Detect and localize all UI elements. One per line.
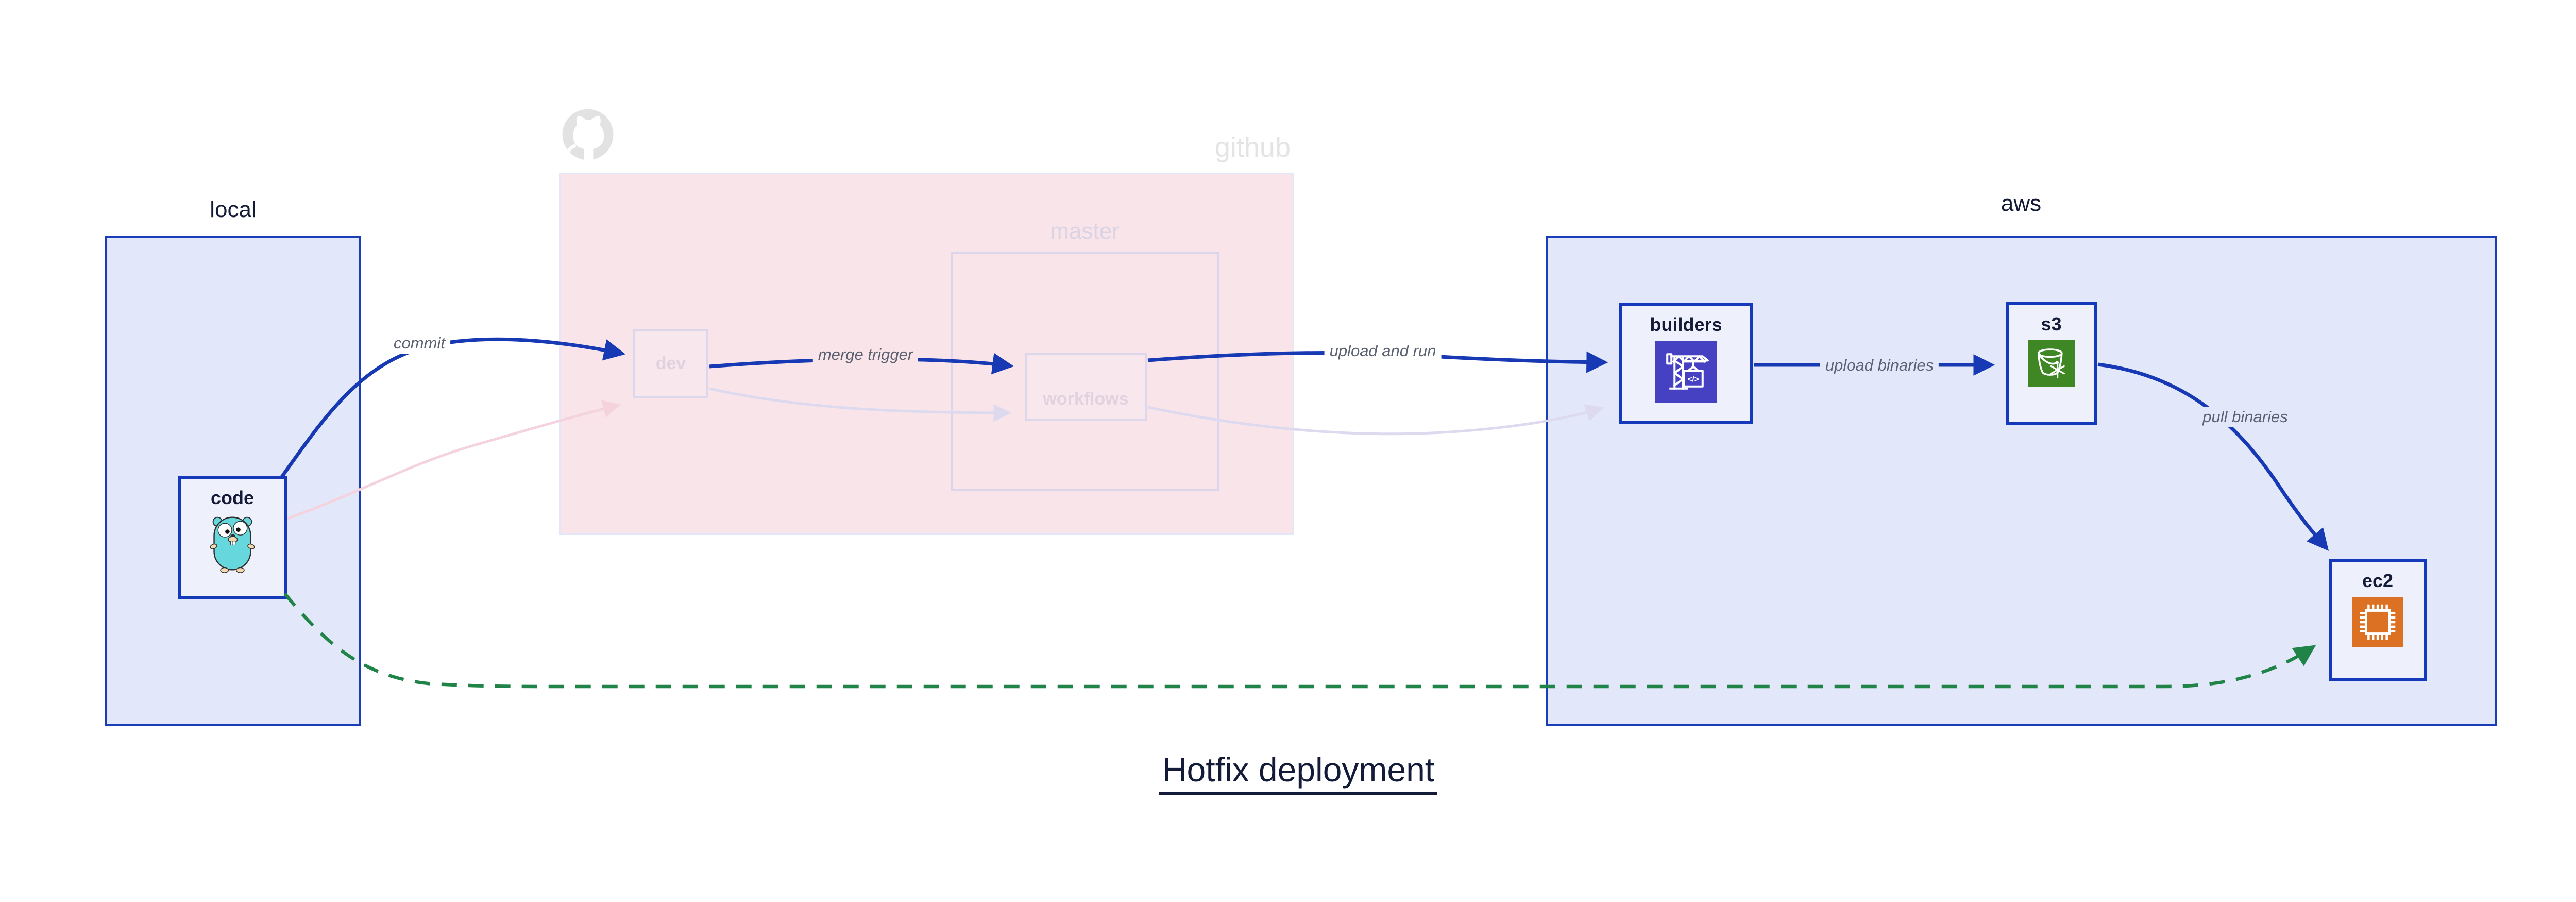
node-workflows-label: workflows bbox=[1043, 389, 1129, 409]
edge-label-merge-trigger: merge trigger bbox=[812, 344, 919, 365]
node-builders: builders </> bbox=[1619, 303, 1753, 424]
edge-label-upload-and-run: upload and run bbox=[1324, 341, 1442, 361]
ec2-chip-icon bbox=[2352, 597, 2403, 647]
node-s3-label: s3 bbox=[2041, 313, 2062, 335]
aws-region-label: aws bbox=[2001, 191, 2042, 216]
edge-label-pull-binaries: pull binaries bbox=[2197, 407, 2293, 427]
node-ec2-label: ec2 bbox=[2362, 570, 2394, 591]
node-dev: dev bbox=[633, 329, 708, 398]
codebuild-code-glyph: </> bbox=[1688, 375, 1699, 384]
node-code-label: code bbox=[210, 487, 255, 508]
edge-label-upload-binaries: upload binaries bbox=[1820, 355, 1939, 376]
node-builders-label: builders bbox=[1650, 314, 1722, 335]
node-ec2: ec2 bbox=[2329, 559, 2427, 681]
codebuild-crane-icon: </> bbox=[1655, 341, 1717, 403]
node-s3: s3 bbox=[2006, 302, 2097, 425]
node-dev-label: dev bbox=[655, 354, 686, 373]
edge-label-commit: commit bbox=[388, 333, 450, 354]
master-branch-box bbox=[951, 252, 1219, 491]
github-octocat-icon bbox=[562, 109, 614, 162]
github-region-label: github bbox=[1214, 132, 1291, 163]
node-workflows: workflows bbox=[1025, 353, 1147, 421]
node-code: code bbox=[178, 476, 287, 599]
go-gopher-icon bbox=[210, 516, 255, 573]
master-branch-label: master bbox=[1050, 219, 1120, 244]
diagram-title: Hotfix deployment bbox=[1159, 750, 1438, 795]
local-region-label: local bbox=[210, 197, 257, 222]
s3-glacier-bucket-icon bbox=[2028, 340, 2075, 387]
